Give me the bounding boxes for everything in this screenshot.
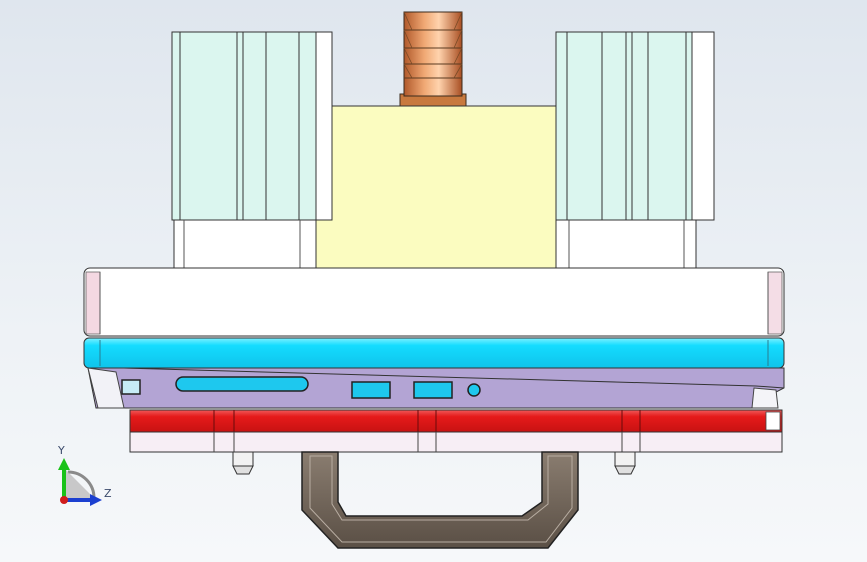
bottom-ejector-plate[interactable] <box>129 431 783 453</box>
rect-slot-left[interactable] <box>351 381 391 399</box>
carry-handle[interactable] <box>301 451 579 549</box>
hose-barb-fitting[interactable] <box>399 11 467 107</box>
left-cooling-block[interactable] <box>171 31 333 269</box>
left-guide-pin[interactable] <box>232 451 254 475</box>
red-support-plate[interactable] <box>129 409 783 433</box>
round-hole[interactable] <box>467 383 481 397</box>
rect-slot-right[interactable] <box>413 381 453 399</box>
coordinate-triad: Y Z <box>57 444 112 506</box>
triad-arc <box>67 470 96 499</box>
center-manifold-block[interactable] <box>311 105 559 271</box>
triad-z-label: Z <box>104 487 112 500</box>
long-slot-cutout[interactable] <box>175 376 309 392</box>
small-square-cutout[interactable] <box>121 379 141 395</box>
triad-y-label: Y <box>57 444 65 457</box>
purple-cavity-plate[interactable] <box>87 367 785 409</box>
top-clamp-plate[interactable] <box>83 267 785 337</box>
right-cooling-block[interactable] <box>555 31 715 269</box>
triad-origin <box>60 496 68 504</box>
blue-mold-plate[interactable] <box>83 337 785 369</box>
right-guide-pin[interactable] <box>614 451 636 475</box>
